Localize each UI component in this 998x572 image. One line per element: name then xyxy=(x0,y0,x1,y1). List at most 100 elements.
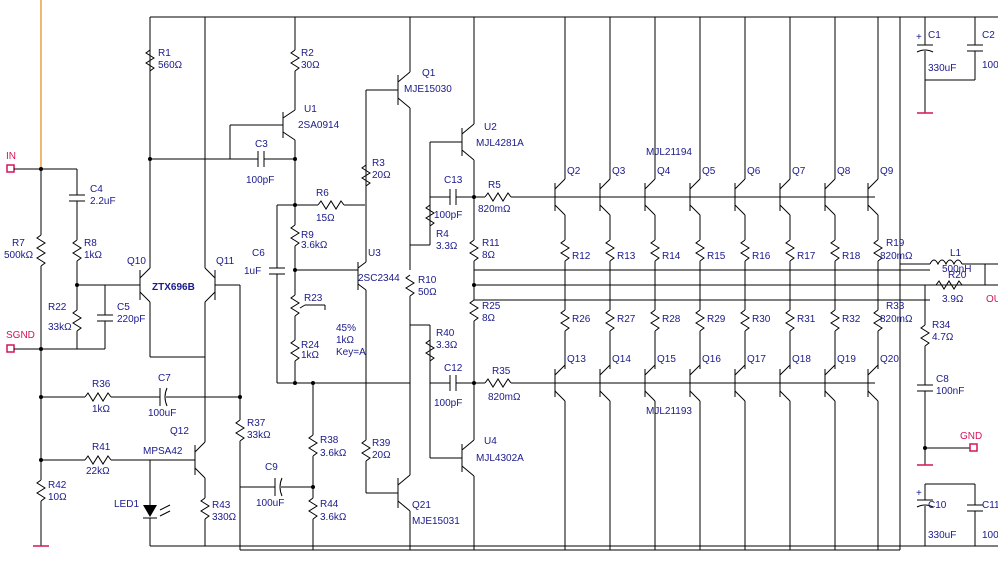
sgnd-pin-label: SGND xyxy=(6,330,35,341)
r6v-label: 15Ω xyxy=(316,213,335,224)
in-pin-icon[interactable] xyxy=(6,164,15,173)
q14-label: Q14 xyxy=(612,354,631,365)
gnd-pin-icon[interactable] xyxy=(969,443,978,452)
r24-label: R24 xyxy=(301,340,320,351)
q1-label: Q1 xyxy=(422,68,436,79)
c4-label: C4 xyxy=(90,184,103,195)
r25-label: R25 xyxy=(482,301,501,312)
q7-label: Q7 xyxy=(792,166,806,177)
r22v-label: 33kΩ xyxy=(48,322,72,333)
q15-label: Q15 xyxy=(657,354,676,365)
q10v-label: ZTX696B xyxy=(152,282,195,293)
r34v-label: 4.7Ω xyxy=(932,332,954,343)
c3v-label: 100pF xyxy=(246,175,274,186)
r13-label: R13 xyxy=(617,251,636,262)
r7-label: R7 xyxy=(12,238,25,249)
r22-label: R22 xyxy=(48,302,67,313)
r17-label: R17 xyxy=(797,251,816,262)
r44-label: R44 xyxy=(320,499,339,510)
c1v-label: 330uF xyxy=(928,63,956,74)
u2-label: U2 xyxy=(484,122,497,133)
r15-label: R15 xyxy=(707,251,726,262)
c12v-label: 100pF xyxy=(434,398,462,409)
r42-label: R42 xyxy=(48,480,67,491)
r19-label: R19 xyxy=(886,238,905,249)
q12v-label: MPSA42 xyxy=(143,446,183,457)
pot2-label: 1kΩ xyxy=(336,335,355,346)
c11v-label: 100 xyxy=(982,530,998,541)
r26-label: R26 xyxy=(572,314,591,325)
q12-label: Q12 xyxy=(170,426,189,437)
r1-label: R1 xyxy=(158,48,171,59)
q9-label: Q9 xyxy=(880,166,894,177)
pot1-label: 45% xyxy=(336,323,356,334)
svg-text:+: + xyxy=(916,488,922,499)
r9-label: R9 xyxy=(301,230,314,241)
in-pin-label: IN xyxy=(6,151,16,162)
r37v-label: 33kΩ xyxy=(247,430,271,441)
r16-label: R16 xyxy=(752,251,771,262)
svg-text:+: + xyxy=(916,32,922,43)
q18-label: Q18 xyxy=(792,354,811,365)
c9-label: C9 xyxy=(265,462,278,473)
c10v-label: 330uF xyxy=(928,530,956,541)
r37-label: R37 xyxy=(247,418,266,429)
c3-label: C3 xyxy=(255,139,268,150)
r36v-label: 1kΩ xyxy=(92,404,111,415)
r43-label: R43 xyxy=(212,500,231,511)
q19-label: Q19 xyxy=(837,354,856,365)
q2-label: Q2 xyxy=(567,166,581,177)
r3v-label: 20Ω xyxy=(372,170,391,181)
c9v-label: 100uF xyxy=(256,498,284,509)
r24v-label: 1kΩ xyxy=(301,350,320,361)
q13-label: Q13 xyxy=(567,354,586,365)
r33-label: R33 xyxy=(886,301,905,312)
r14-label: R14 xyxy=(662,251,681,262)
r2-label: R2 xyxy=(301,48,314,59)
r42v-label: 10Ω xyxy=(48,492,67,503)
r34-label: R34 xyxy=(932,320,951,331)
sgnd-pin-icon[interactable] xyxy=(6,344,15,353)
mjl21193-label: MJL21193 xyxy=(646,406,692,417)
u1-label: U1 xyxy=(304,104,317,115)
r10-label: R10 xyxy=(418,275,437,286)
q20-label: Q20 xyxy=(880,354,899,365)
c2v-label: 100 xyxy=(982,60,998,71)
r7v-label: 500kΩ xyxy=(4,250,34,261)
c8-label: C8 xyxy=(936,374,949,385)
r40-label: R40 xyxy=(436,328,455,339)
r41-label: R41 xyxy=(92,442,111,453)
r38v-label: 3.6kΩ xyxy=(320,448,347,459)
pot3-label: Key=A xyxy=(336,347,366,358)
r41v-label: 22kΩ xyxy=(86,466,110,477)
r44v-label: 3.6kΩ xyxy=(320,512,347,523)
r11-label: R11 xyxy=(482,238,500,249)
c1-label: C1 xyxy=(928,30,941,41)
l1v-label: 500nH xyxy=(942,264,971,275)
r12-label: R12 xyxy=(572,251,591,262)
r4v-label: 3.3Ω xyxy=(436,241,458,252)
q21v-label: MJE15031 xyxy=(412,516,460,527)
r9v-label: 3.6kΩ xyxy=(301,240,328,251)
r4-label: R4 xyxy=(436,229,449,240)
u2v-label: MJL4281A xyxy=(476,138,524,149)
r39-label: R39 xyxy=(372,438,391,449)
c7v-label: 100uF xyxy=(148,408,176,419)
led1-label: LED1 xyxy=(114,499,139,510)
q11-label: Q11 xyxy=(216,256,235,267)
output-lower-row xyxy=(554,285,883,550)
r35v-label: 820mΩ xyxy=(488,392,521,403)
q16-label: Q16 xyxy=(702,354,721,365)
out-pin-label: OU xyxy=(986,294,998,305)
r20-label: R20 xyxy=(948,270,967,281)
c12-label: C12 xyxy=(444,363,463,374)
q17-label: Q17 xyxy=(747,354,766,365)
c10-label: C10 xyxy=(928,500,947,511)
c8v-label: 100nF xyxy=(936,386,964,397)
r11v-label: 8Ω xyxy=(482,250,496,261)
c11-label: C11 xyxy=(982,500,998,511)
r8v-label: 1kΩ xyxy=(84,250,103,261)
u3v-label: 2SC2344 xyxy=(358,273,400,284)
r23-label: R23 xyxy=(304,293,323,304)
c7-label: C7 xyxy=(158,373,171,384)
